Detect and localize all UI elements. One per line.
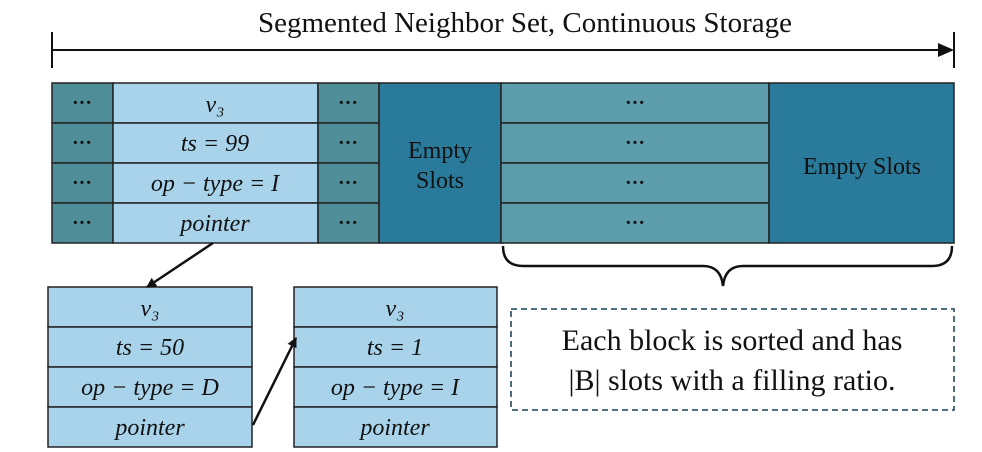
segment-2 (500, 82, 955, 244)
segment-1 (51, 82, 502, 244)
span-indicator (51, 32, 955, 68)
segment-2-row-ellipsis: ··· (625, 92, 645, 114)
segment-2-row (500, 202, 770, 244)
segment-2-brace (501, 245, 954, 287)
segment-2-empty-slots (768, 82, 955, 244)
segment-1-left-cell (51, 162, 114, 204)
note-line-1: Each block is sorted and has (562, 324, 903, 357)
segment-1-labels: ··· ··· ··· ··· v₃ ts = 99 op − type = I… (72, 92, 472, 237)
segment-2-row-ellipsis: ··· (625, 172, 645, 194)
older-record-2 (293, 286, 498, 448)
segment-1-right-ellipsis: ··· (338, 132, 358, 154)
older-record-2-timestamp-label: ts = 1 (367, 335, 423, 361)
segment-1-left-ellipsis: ··· (72, 92, 92, 114)
older-record-1-cell (47, 286, 253, 328)
older-record-1-labels: v₃ ts = 50 op − type = D pointer (81, 296, 219, 441)
segment-1-right-ellipsis: ··· (338, 212, 358, 234)
segment-1-left-ellipsis: ··· (72, 172, 92, 194)
older-record-1-optype-label: op − type = D (81, 375, 219, 401)
segment-2-row-ellipsis: ··· (625, 212, 645, 234)
segment-1-right-cell (317, 162, 380, 204)
segment-1-right-ellipsis: ··· (338, 172, 358, 194)
segment-2-labels: ··· ··· ··· ··· Empty Slots (625, 92, 921, 234)
segment-1-right-cell (317, 202, 380, 244)
older-record-2-optype-label: op − type = I (331, 375, 460, 401)
note-line-2: |B| slots with a filling ratio. (569, 364, 896, 397)
older-record-1-pointer-label: pointer (113, 415, 185, 441)
segment-1-record-cell (112, 122, 319, 164)
diagram-title: Segmented Neighbor Set, Continuous Stora… (258, 7, 792, 39)
segment-2-row (500, 82, 770, 124)
segment-1-left-cell (51, 202, 114, 244)
segment-1-left-ellipsis: ··· (72, 132, 92, 154)
older-record-2-labels: v₃ ts = 1 op − type = I pointer (331, 296, 460, 441)
note-box (510, 308, 955, 411)
segment-1-left-cell (51, 82, 114, 124)
older-record-2-cell (293, 406, 498, 448)
segment-1-pointer-label: pointer (178, 211, 250, 237)
older-record-2-cell (293, 286, 498, 328)
segment-1-optype-label: op − type = I (151, 171, 280, 197)
pointer-arrow-1 (146, 241, 214, 289)
segment-1-empty-label-line1: Empty (408, 138, 472, 164)
older-record-1 (47, 286, 253, 448)
older-record-2-vertex-label: v₃ (386, 296, 405, 322)
segment-1-empty-label-line2: Slots (416, 168, 464, 194)
segment-1-timestamp-label: ts = 99 (181, 131, 249, 157)
older-record-2-pointer-label: pointer (358, 415, 430, 441)
older-record-1-cell (47, 326, 253, 368)
segment-1-vertex-label: v₃ (206, 92, 225, 118)
older-record-1-cell (47, 406, 253, 448)
segment-1-left-ellipsis: ··· (72, 212, 92, 234)
pointer-arrow-2 (251, 337, 298, 426)
segment-1-empty-slots (378, 82, 502, 244)
older-record-1-vertex-label: v₃ (141, 296, 160, 322)
segment-1-right-cell (317, 122, 380, 164)
older-record-1-timestamp-label: ts = 50 (116, 335, 184, 361)
older-record-1-cell (47, 366, 253, 408)
segment-2-empty-label: Empty Slots (803, 154, 921, 180)
segment-1-right-ellipsis: ··· (338, 92, 358, 114)
segment-2-row-ellipsis: ··· (625, 132, 645, 154)
older-record-2-cell (293, 366, 498, 408)
